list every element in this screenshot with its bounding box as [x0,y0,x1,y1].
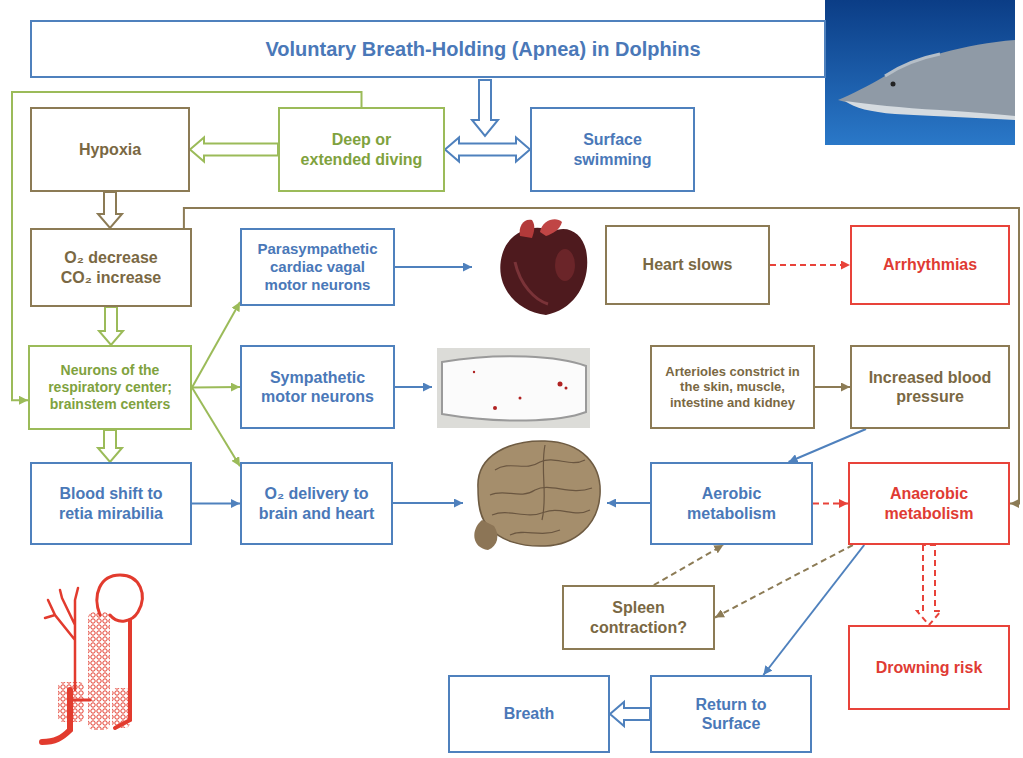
dolphin-photo [825,0,1015,145]
dolphin-belly [845,101,1015,120]
risk-box: Anaerobic metabolism [848,462,1010,545]
box-label: Drowning risk [876,658,983,677]
box-label: Aerobic metabolism [666,484,797,522]
arrow-line [192,386,240,389]
vessel [115,620,130,728]
brain-fold [510,530,560,535]
heart-shape [500,228,587,315]
heart-highlight [515,262,548,304]
brain-shape [478,441,600,546]
block-arrow [445,138,530,162]
block-arrow [98,192,122,228]
arrow-line [715,545,853,618]
process-box: Aerobic metabolism [650,462,813,545]
box-label: O₂ delivery to brain and heart [252,484,381,522]
vessel-network [88,612,110,730]
process-box: Return to Surface [650,675,812,753]
box-label: Sympathetic motor neurons [252,368,383,406]
brain-stem [474,520,497,550]
block-arrow [472,80,498,136]
retia-drawing [42,575,142,742]
arrow-line [654,545,724,585]
effect-box: Arterioles constrict in the skin, muscle… [650,345,815,429]
block-arrow [917,545,941,625]
process-box: Breath [448,675,610,753]
effect-box: Increased blood pressure [850,345,1010,429]
box-label: Breath [504,704,555,723]
tissue-photo [437,348,590,428]
arrow-line [813,503,848,505]
box-label: Arrhythmias [883,255,977,274]
block-arrow [190,138,278,162]
effect-box: Heart slows [605,225,770,305]
block-arrow [98,430,122,462]
arrow-line [395,386,432,388]
blood-spot [519,397,522,400]
box-label: Arterioles constrict in the skin, muscle… [660,364,805,411]
blood-spot [493,406,497,410]
vessel [42,690,70,742]
arrow-line [192,388,240,467]
vessel [70,699,90,702]
effect-box: Spleen contraction? [562,585,715,650]
heart-photo [500,219,587,315]
vessel-loop [97,575,142,621]
arrow-line [770,264,850,266]
photo-background [437,348,590,428]
box-label: Blood shift to retia mirabilia [42,484,180,522]
arrow-line [789,429,866,462]
condition-box: O₂ decrease CO₂ increase [30,228,192,307]
vessel-branch [45,588,78,690]
block-arrow [99,307,123,345]
box-label: O₂ decrease CO₂ increase [57,248,165,286]
dolphin-eye [891,82,896,87]
box-label: Increased blood pressure [866,368,994,406]
box-label: Parasympathetic cardiac vagal motor neur… [248,240,387,294]
process-box: Parasympathetic cardiac vagal motor neur… [240,228,395,306]
process-box: Surface swimming [530,107,695,192]
brain-fold [490,487,592,495]
box-label: Hypoxia [79,140,141,159]
heart-vessel [520,220,535,238]
arrow-line [607,502,650,504]
block-arrow [610,702,650,726]
risk-box: Drowning risk [848,625,1010,710]
trigger-box: Deep or extended diving [278,107,445,192]
box-label: Surface swimming [562,130,663,168]
condition-box: Hypoxia [30,107,190,192]
process-box: O₂ delivery to brain and heart [240,462,393,545]
arrow-line [815,386,850,388]
title-box: Voluntary Breath-Holding (Apnea) in Dolp… [30,20,826,78]
blood-spot [558,382,563,387]
arrow-line [192,302,240,387]
box-label: Anaerobic metabolism [864,484,994,522]
box-label: Deep or extended diving [298,130,425,168]
brain-fold [492,510,590,515]
process-box: Sympathetic motor neurons [240,345,395,429]
tissue-shape [442,356,586,420]
arrow-line [184,208,1019,504]
heart-shade [555,249,575,281]
blood-spot [473,371,475,373]
control-center-box: Neurons of the respiratory center; brain… [28,345,192,430]
box-label: Neurons of the respiratory center; brain… [36,362,184,412]
arrow-line [192,503,240,505]
box-label: Heart slows [643,255,733,274]
box-label: Spleen contraction? [578,598,699,636]
brain-fold [542,445,545,520]
arrow-line [395,266,472,268]
heart-vessel [540,219,562,236]
blood-spot [565,387,568,390]
dolphin-highlight [885,54,940,76]
brain-photo [474,441,600,550]
box-label: Voluntary Breath-Holding (Apnea) in Dolp… [265,37,700,61]
brain-fold [495,460,585,470]
arrow-line [393,502,463,504]
box-label: Return to Surface [682,695,780,733]
photo-background [825,0,1015,145]
risk-box: Arrhythmias [850,225,1010,305]
process-box: Blood shift to retia mirabilia [30,462,192,545]
